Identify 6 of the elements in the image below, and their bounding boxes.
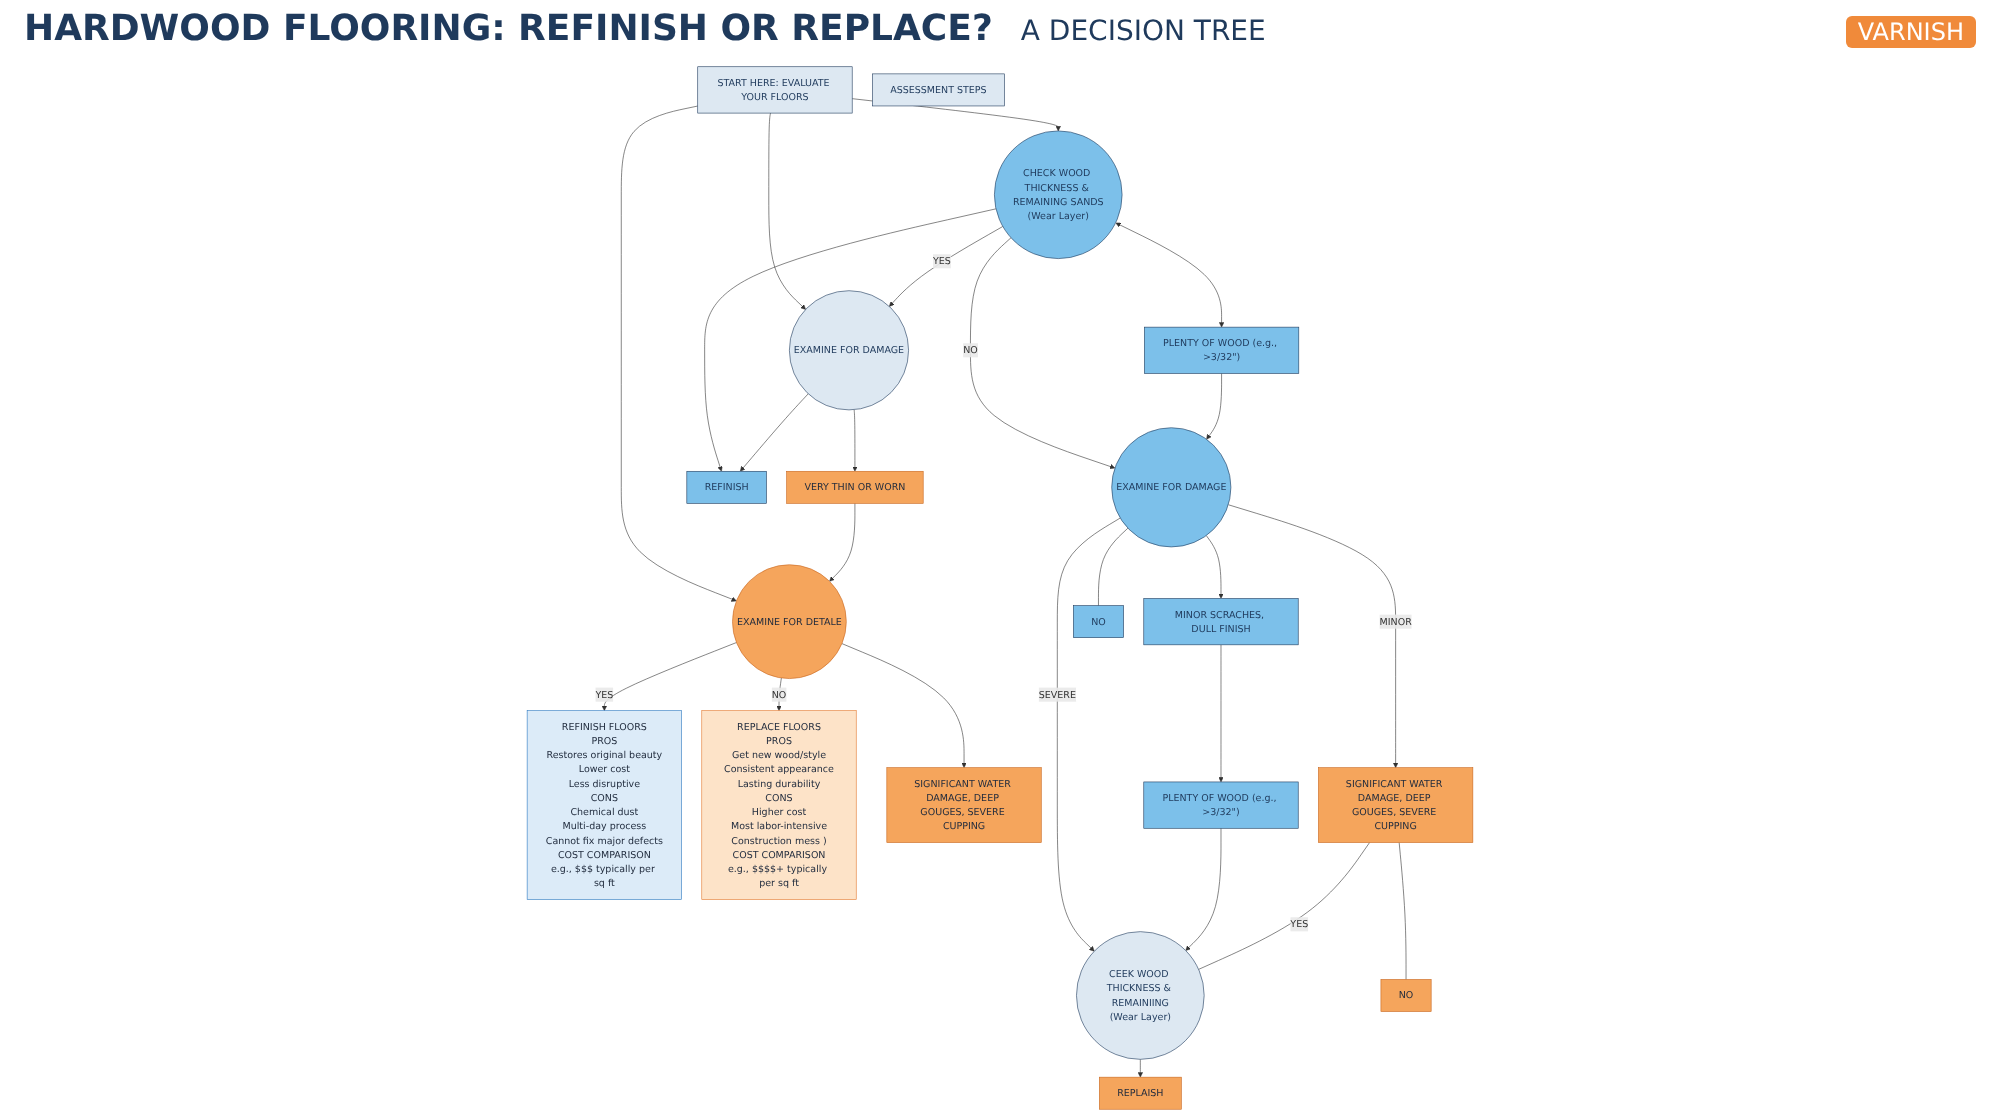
- connector: [1198, 842, 1370, 970]
- diagram-title: HARDWOOD FLOORING: REFINISH OR REPLACE?: [24, 8, 993, 50]
- connector: [1398, 842, 1407, 980]
- connector: [1098, 527, 1129, 606]
- can-label: VARNISH: [1845, 16, 1976, 48]
- diagram-subtitle: A DECISION TREE: [1020, 16, 1266, 48]
